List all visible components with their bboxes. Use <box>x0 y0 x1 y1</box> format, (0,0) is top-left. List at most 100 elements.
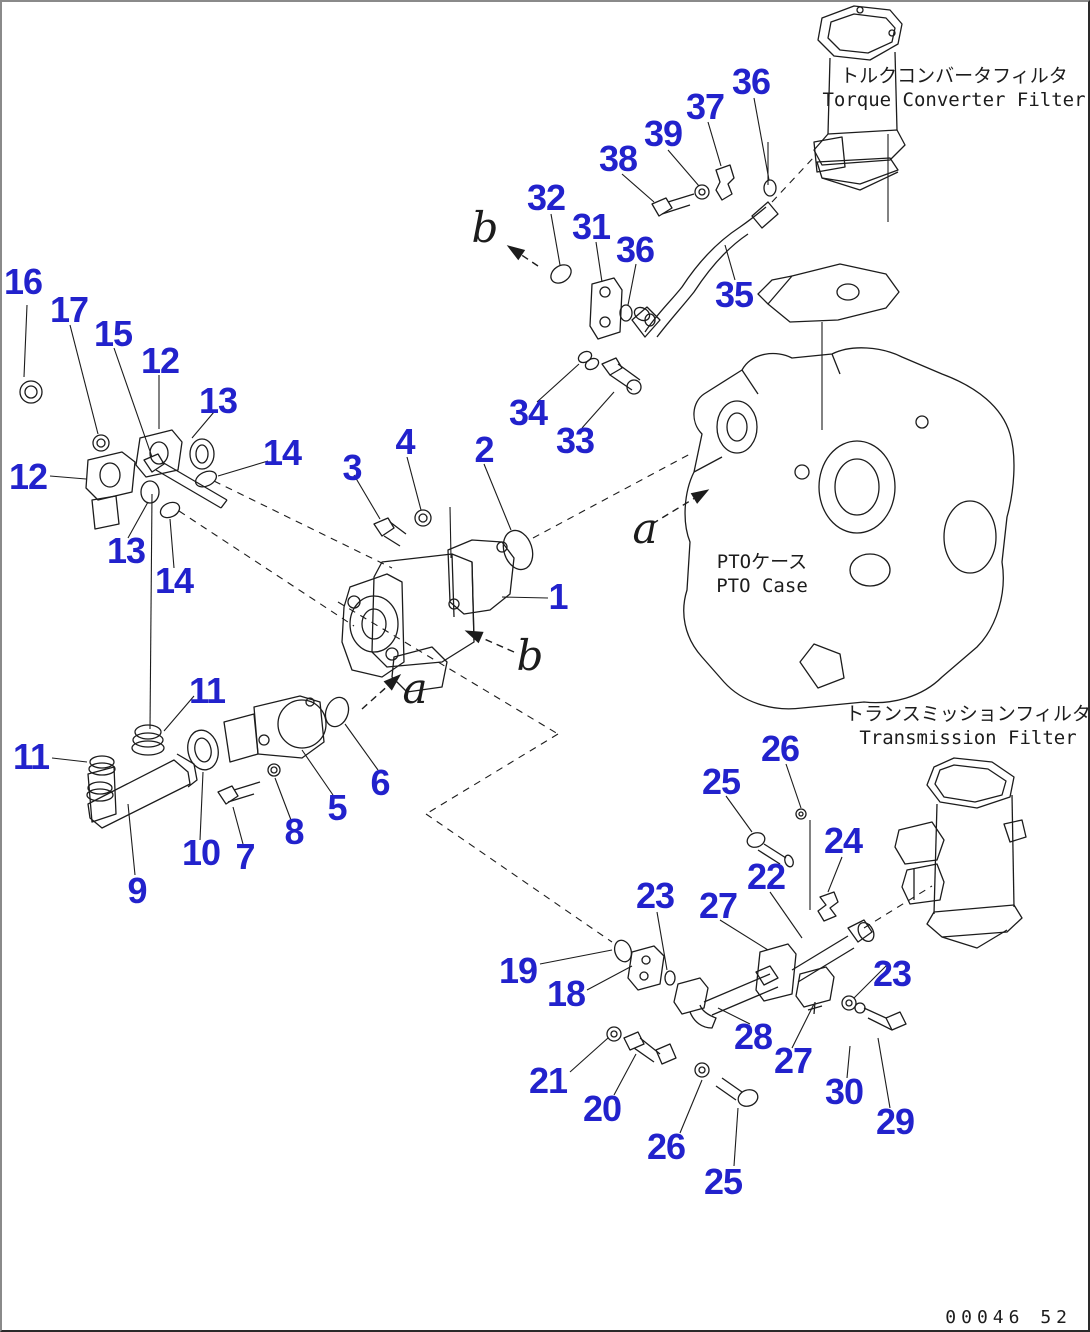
callout-3[interactable]: 3 <box>342 447 362 488</box>
part-line <box>831 353 841 375</box>
leader-line <box>679 1079 703 1134</box>
callout-22[interactable]: 22 <box>746 856 786 897</box>
leader-line <box>877 1037 891 1109</box>
callout-16[interactable]: 16 <box>3 261 43 302</box>
callout-1[interactable]: 1 <box>548 576 568 617</box>
leader-line <box>163 695 195 732</box>
callout-26[interactable]: 26 <box>646 1126 686 1167</box>
part-line <box>253 695 325 759</box>
callout-29[interactable]: 29 <box>875 1101 915 1142</box>
part-line <box>694 1062 710 1078</box>
callout-30[interactable]: 30 <box>824 1071 864 1112</box>
callout-2[interactable]: 2 <box>474 429 494 470</box>
callout-37[interactable]: 37 <box>685 86 725 127</box>
leader-line <box>501 596 549 599</box>
callout-9[interactable]: 9 <box>127 870 147 911</box>
construction-line <box>863 885 933 929</box>
leader-line <box>586 965 633 991</box>
callout-23[interactable]: 23 <box>635 875 675 916</box>
part-line <box>651 197 673 217</box>
callout-25[interactable]: 25 <box>703 1161 743 1202</box>
callout-11[interactable]: 11 <box>12 736 50 777</box>
callout-10[interactable]: 10 <box>181 832 221 873</box>
callout-33[interactable]: 33 <box>555 420 595 461</box>
part-line <box>799 643 845 689</box>
part-line <box>267 763 281 777</box>
callout-13[interactable]: 13 <box>198 380 238 421</box>
callout-26[interactable]: 26 <box>760 728 800 769</box>
callout-14[interactable]: 14 <box>154 560 194 601</box>
part-line <box>471 561 475 641</box>
callout-39[interactable]: 39 <box>643 113 683 154</box>
leader-line <box>724 244 736 281</box>
torque-converter-filter-label-en: Torque Converter Filter <box>822 89 1086 111</box>
part-line <box>934 764 1007 803</box>
part-line <box>96 438 106 448</box>
callout-35[interactable]: 35 <box>714 274 754 315</box>
view-letter-b: b <box>471 202 499 252</box>
callout-14[interactable]: 14 <box>262 432 302 473</box>
callout-5[interactable]: 5 <box>327 787 347 828</box>
part-line <box>24 385 38 399</box>
part-line <box>613 939 633 963</box>
callout-20[interactable]: 20 <box>582 1088 622 1129</box>
part-line <box>689 1004 717 1029</box>
callout-32[interactable]: 32 <box>526 177 566 218</box>
leader-line <box>627 263 637 306</box>
callout-27[interactable]: 27 <box>773 1040 813 1081</box>
callout-34[interactable]: 34 <box>508 392 548 433</box>
view-letter-a: a <box>632 503 658 553</box>
callout-19[interactable]: 19 <box>498 950 538 991</box>
leader-line <box>301 749 334 796</box>
leader-line <box>49 475 87 480</box>
part-line <box>601 357 623 376</box>
callout-23[interactable]: 23 <box>872 953 912 994</box>
callout-12[interactable]: 12 <box>140 340 180 381</box>
part-line <box>609 374 633 391</box>
callout-7[interactable]: 7 <box>235 836 255 877</box>
part-line <box>703 973 771 1003</box>
view-arrow-shaft <box>651 497 695 525</box>
callout-31[interactable]: 31 <box>571 206 611 247</box>
callout-38[interactable]: 38 <box>598 138 638 179</box>
callout-21[interactable]: 21 <box>528 1060 568 1101</box>
part-line <box>857 922 875 942</box>
callout-36[interactable]: 36 <box>731 61 771 102</box>
part-line <box>941 929 1008 949</box>
part-line <box>502 529 534 571</box>
part-line <box>827 13 896 54</box>
callout-12[interactable]: 12 <box>8 456 48 497</box>
view-arrow-shaft <box>361 685 389 710</box>
callout-6[interactable]: 6 <box>370 762 390 803</box>
callout-36[interactable]: 36 <box>615 229 655 270</box>
part-line <box>92 434 110 452</box>
callout-18[interactable]: 18 <box>546 973 586 1014</box>
part-line <box>693 456 723 473</box>
callout-11[interactable]: 11 <box>188 670 226 711</box>
part-line <box>926 757 1015 809</box>
part-line <box>627 945 665 991</box>
leader-line <box>846 1045 851 1079</box>
part-line <box>894 51 898 131</box>
leader-line <box>791 1003 815 1049</box>
callout-17[interactable]: 17 <box>49 289 89 330</box>
view-arrow-shaft <box>480 636 515 653</box>
callout-15[interactable]: 15 <box>93 313 133 354</box>
callout-28[interactable]: 28 <box>733 1016 773 1057</box>
part-line <box>631 306 661 338</box>
part-line <box>867 1017 893 1031</box>
view-arrow-shaft <box>520 254 539 267</box>
part-line <box>86 788 114 802</box>
callout-4[interactable]: 4 <box>395 421 415 462</box>
callout-8[interactable]: 8 <box>284 811 304 852</box>
leader-line <box>621 173 655 203</box>
part-line <box>716 400 758 454</box>
callout-27[interactable]: 27 <box>698 885 738 926</box>
part-line <box>639 971 649 981</box>
part-line <box>746 832 766 848</box>
callout-25[interactable]: 25 <box>701 761 741 802</box>
part-line <box>194 737 212 763</box>
callout-24[interactable]: 24 <box>823 820 863 861</box>
callout-13[interactable]: 13 <box>106 530 146 571</box>
